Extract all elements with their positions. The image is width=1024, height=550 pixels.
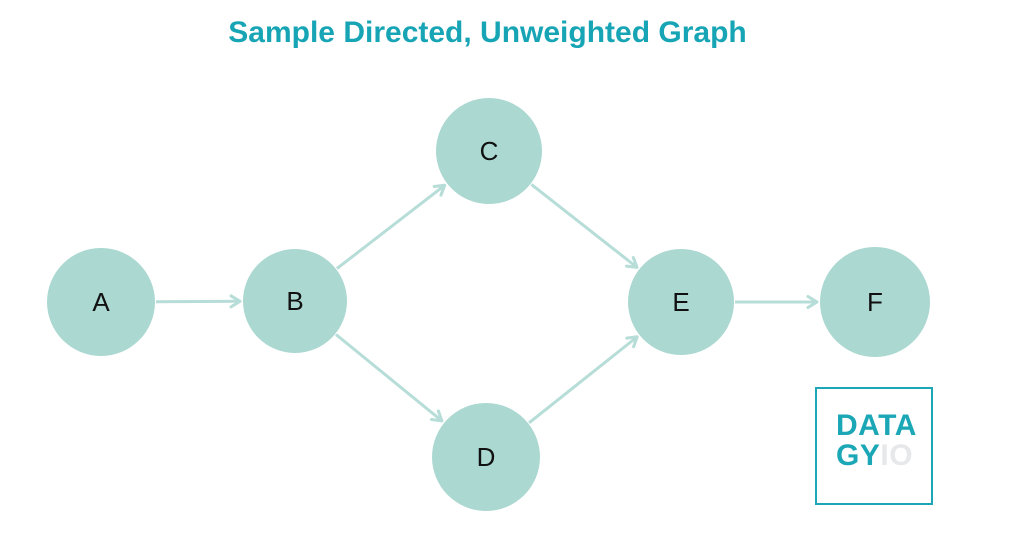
node-label-A: A — [92, 287, 110, 317]
edge-D-E — [528, 335, 639, 424]
graph-node-B — [243, 249, 347, 353]
logo-text-data: DATA — [836, 409, 917, 442]
node-label-C: C — [480, 136, 499, 166]
logo-text-gy: GY — [836, 439, 881, 472]
page-title: Sample Directed, Unweighted Graph — [228, 16, 747, 49]
datagy-logo-text: DATA GYIO — [836, 411, 917, 471]
graph-node-A — [47, 248, 155, 356]
graph-node-F — [820, 247, 930, 357]
node-label-F: F — [867, 287, 883, 317]
edge-B-C — [335, 183, 447, 270]
graph-node-E — [628, 249, 734, 355]
logo-text-io: IO — [880, 439, 914, 472]
node-layer: A B C D E F — [47, 98, 930, 511]
graph-node-D — [432, 403, 540, 511]
edge-C-E — [530, 183, 639, 269]
datagy-logo: DATA GYIO — [815, 387, 933, 505]
edge-B-D — [335, 333, 444, 423]
graph-node-C — [436, 98, 542, 204]
node-label-E: E — [672, 287, 689, 317]
logo-line-1: DATA — [836, 411, 917, 441]
logo-line-2: GYIO — [836, 441, 917, 471]
edge-layer — [155, 183, 819, 424]
node-label-D: D — [477, 442, 496, 472]
node-label-B: B — [286, 286, 303, 316]
